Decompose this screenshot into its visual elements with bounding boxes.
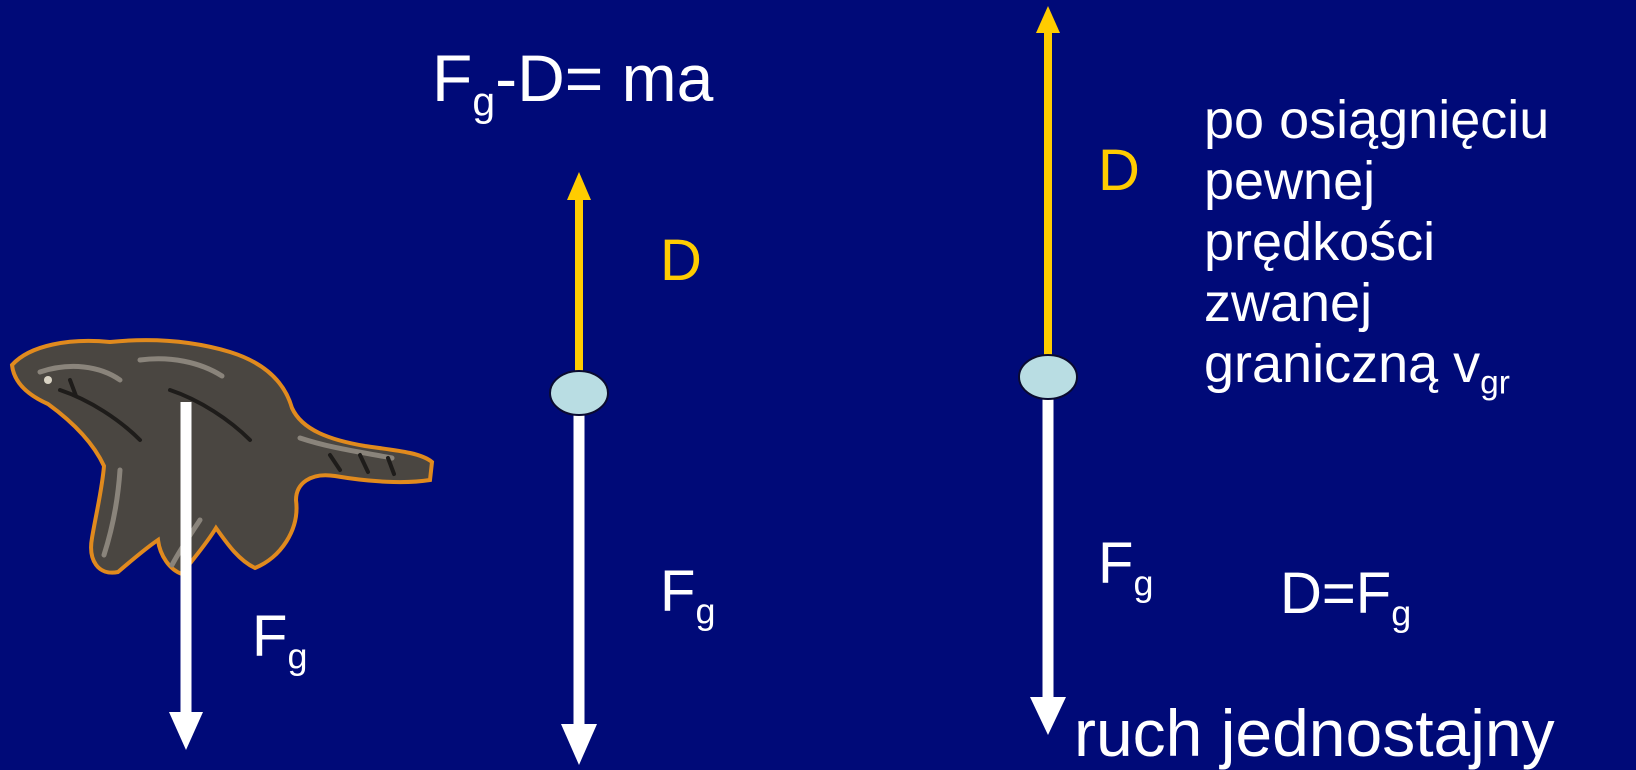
caption-line-last: graniczną vgr [1204, 334, 1510, 402]
falling-cat-illustration [9, 338, 435, 577]
caption-line: zwanej [1204, 273, 1373, 334]
panel3-fg-label: Fg [1098, 531, 1154, 604]
caption-line: po osiągnięciu [1204, 90, 1550, 150]
panel2-body-dot [549, 370, 609, 416]
equation-newton: Fg-D= ma [432, 41, 714, 125]
terminal-velocity-caption: po osiągnięciu pewnej prędkości zwanej g… [1204, 90, 1550, 402]
panel1-fg-label: Fg [252, 604, 308, 677]
panel2-d-label: D [660, 228, 702, 293]
panel3-body-dot [1018, 354, 1078, 400]
panel2-drag-arrow [567, 172, 591, 385]
panel3-gravity-arrow [1030, 385, 1066, 735]
caption-line: pewnej [1204, 151, 1376, 212]
panel1-gravity-arrow [169, 402, 203, 750]
panel2-gravity-arrow [561, 410, 597, 765]
caption-line: prędkości [1204, 212, 1436, 273]
panel2-fg-label: Fg [660, 559, 716, 632]
panel3-d-label: D [1098, 138, 1140, 203]
uniform-motion-label: ruch jednostajny [1074, 696, 1555, 770]
panel3-drag-arrow [1036, 6, 1060, 360]
equilibrium-equation: D=Fg [1280, 561, 1412, 634]
